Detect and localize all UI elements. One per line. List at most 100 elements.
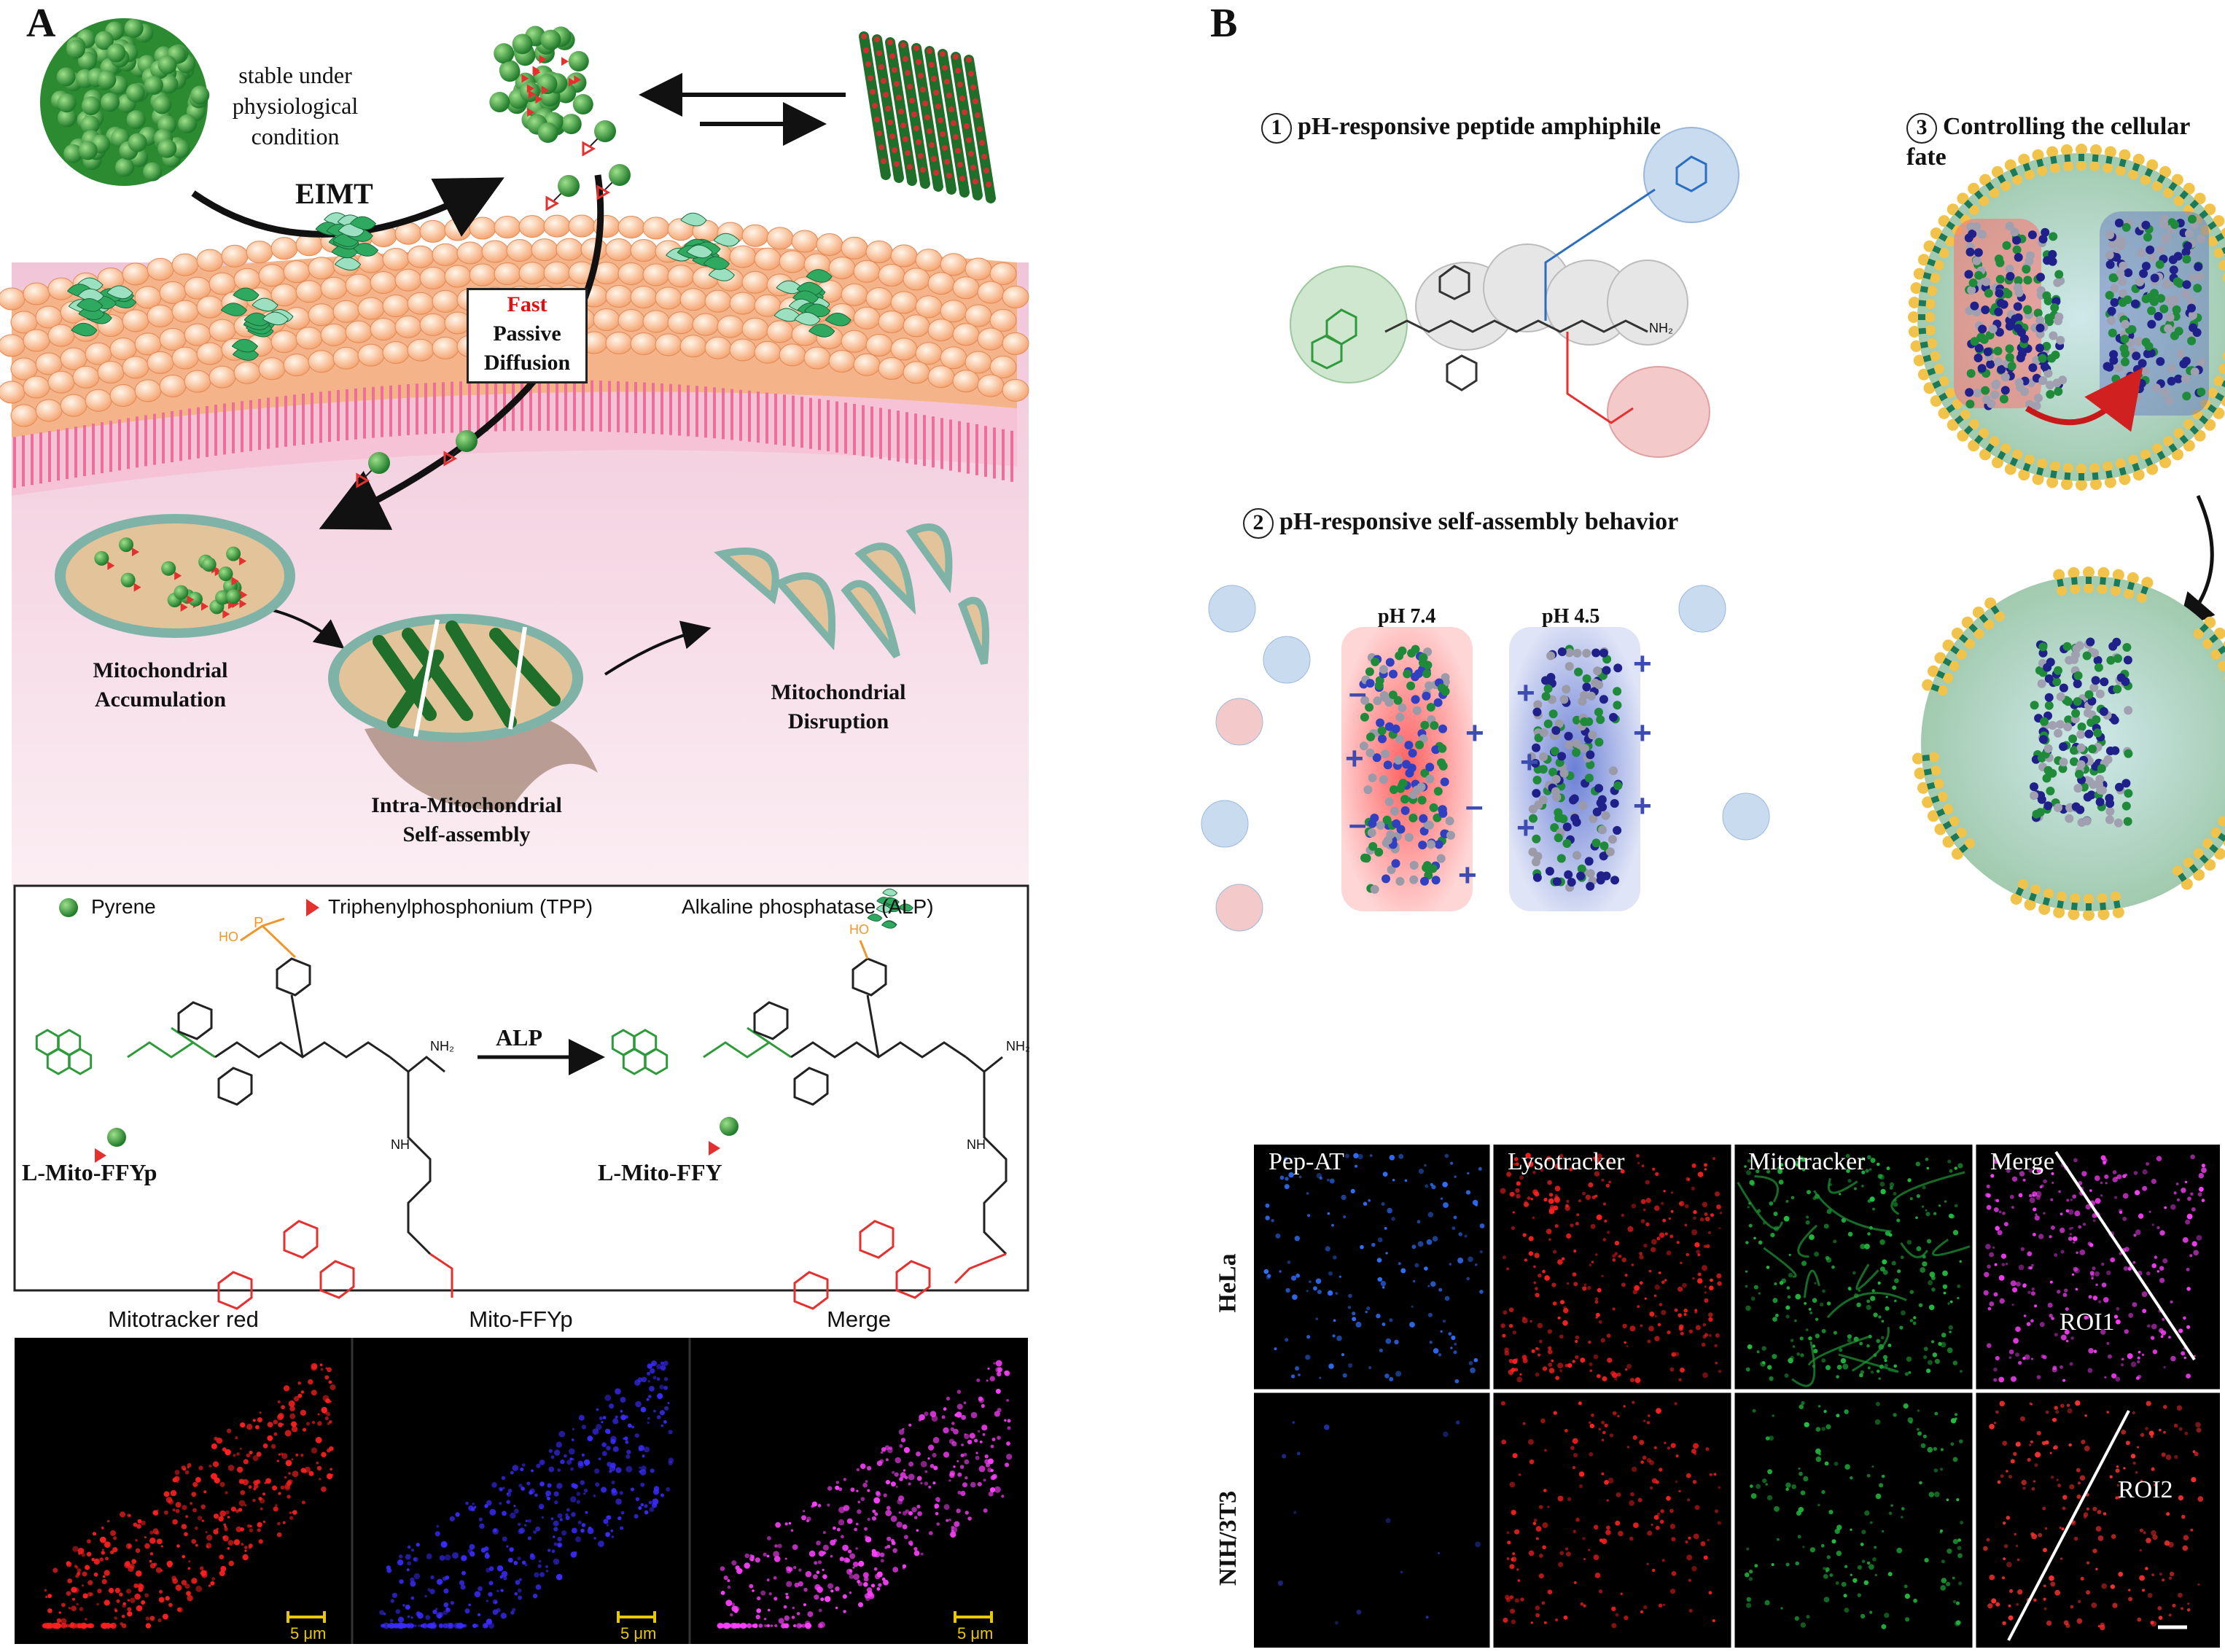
row-2-text: NIH/3T3	[1215, 1490, 1242, 1586]
pyrene-legend-icon	[59, 898, 78, 917]
micro-b-col-3: Mitotracker	[1748, 1148, 1866, 1175]
reactant-tpp-icon	[95, 1148, 106, 1163]
step2-text: pH-responsive self-assembly behavior	[1279, 508, 1679, 535]
disassembling-nanoparticle	[489, 26, 593, 143]
cellular-fate-vesicle-ruptured	[1912, 566, 2225, 921]
panel-a-letter: A	[26, 1, 56, 46]
cellular-fate-vesicle-intact	[1908, 144, 2225, 491]
row-1-text: HeLa	[1215, 1253, 1242, 1313]
roi1-label: ROI1	[2060, 1309, 2115, 1336]
intra-self-assembly-label: Intra-Mitochondrial Self-assembly	[346, 791, 587, 849]
stable-condition-text: stable under physiological condition	[204, 60, 386, 152]
eimt-label: EIMT	[295, 177, 373, 210]
self-assembly-diagram: –+–+–+++++++	[1201, 585, 1770, 932]
disruption-arrow	[604, 620, 712, 676]
mitochondrion-fragments	[714, 523, 989, 665]
step2-number: 2	[1243, 508, 1274, 539]
stable-text-line-2: physiological	[232, 93, 359, 119]
peptide-amphiphile-diagram	[1290, 127, 1739, 458]
svg-text:–: –	[1349, 675, 1366, 711]
intra-line-2: Self-assembly	[402, 822, 531, 846]
svg-text:+: +	[1633, 715, 1652, 751]
stable-text-line-1: stable under	[238, 62, 352, 88]
ph-4-5-label: pH 4.5	[1542, 605, 1600, 628]
reactant-label: L-Mito-FFYp	[22, 1159, 157, 1185]
mitochondrion-self-assembly	[328, 614, 598, 810]
legend-alp: Alkaline phosphatase (ALP)	[682, 895, 934, 918]
micro-b-row-2: NIH/3T3	[1203, 1473, 1254, 1604]
passive-label: Passive	[493, 322, 561, 346]
micro-a-label-2: Mito-FFYp	[469, 1306, 573, 1332]
roi2-line	[2007, 1410, 2130, 1641]
svg-text:–: –	[1349, 806, 1366, 842]
panel-a-micrograph-strip	[15, 1338, 1028, 1644]
charge-signs: –+–+–+++++++	[1345, 646, 1652, 893]
micro-b-row-1: HeLa	[1203, 1239, 1254, 1327]
panel-b-micrograph-grid	[1254, 1145, 2220, 1648]
fast-label: Fast	[507, 292, 548, 316]
scale-bar-a-1: 5 μm	[290, 1624, 327, 1643]
product-pyrene-icon	[720, 1117, 739, 1136]
step3-number: 3	[1906, 113, 1937, 144]
pyrene-tpp-molecules	[356, 120, 631, 488]
reactant-ho: HO	[219, 930, 238, 944]
scale-bar-a-2: 5 μm	[620, 1624, 657, 1643]
mito-disruption-line-2: Disruption	[787, 709, 889, 733]
svg-text:+: +	[1345, 741, 1364, 776]
roi1-line	[2054, 1150, 2196, 1361]
stable-text-line-3: condition	[251, 123, 340, 149]
legend-pyrene: Pyrene	[91, 895, 156, 918]
reactant-nh: NH	[391, 1137, 410, 1152]
mito-disruption-label: Mitochondrial Disruption	[729, 678, 948, 736]
product-ho: HO	[849, 922, 869, 937]
mito-accumulation-line-2: Accumulation	[95, 687, 226, 712]
svg-text:+: +	[1465, 715, 1484, 751]
roi2-label: ROI2	[2118, 1476, 2173, 1503]
nanofiber-bundle	[859, 31, 996, 203]
micro-a-label-1: Mitotracker red	[108, 1306, 259, 1332]
tpp-legend-icon	[306, 899, 319, 916]
stable-nanoparticle	[40, 18, 210, 186]
legend-tpp: Triphenylphosphonium (TPP)	[328, 895, 593, 918]
svg-text:–: –	[1465, 788, 1483, 824]
reactant-nh2: NH₂	[430, 1039, 454, 1053]
scale-bars-a	[287, 1611, 993, 1623]
micro-b-col-2: Lysotracker	[1508, 1148, 1625, 1175]
step1-number: 1	[1261, 113, 1292, 144]
product-nh: NH	[967, 1137, 986, 1152]
reactant-phosphorus: P	[254, 915, 264, 931]
product-nh2: NH₂	[1006, 1039, 1030, 1053]
svg-text:+: +	[1633, 788, 1652, 824]
mito-disruption-line-1: Mitochondrial	[771, 680, 906, 704]
step1-text: pH-responsive peptide amphiphile	[1298, 113, 1661, 140]
product-structure	[611, 940, 1008, 1310]
svg-text:+: +	[1516, 675, 1535, 711]
product-label: L-Mito-FFY	[598, 1159, 722, 1185]
mito-accumulation-line-1: Mitochondrial	[93, 658, 228, 682]
step3-text: Controlling the cellular fate	[1906, 113, 2190, 171]
micro-a-label-3: Merge	[827, 1306, 891, 1332]
alp-enzyme-icons	[67, 212, 852, 361]
alp-enzyme-label: ALP	[496, 1024, 542, 1051]
ph-7-4-label: pH 7.4	[1378, 605, 1436, 628]
amphiphile-nh2: NH₂	[1649, 321, 1673, 335]
mito-accumulation-label: Mitochondrial Accumulation	[51, 656, 270, 714]
passive-diffusion-box: Fast Passive Diffusion	[467, 288, 588, 383]
reactant-pyrene-icon	[107, 1128, 126, 1147]
svg-text:+: +	[1516, 810, 1535, 846]
legend-reaction-box	[13, 884, 1029, 1292]
micro-b-col-4: Merge	[1990, 1148, 2055, 1175]
svg-text:+: +	[1633, 646, 1652, 682]
mitochondrion-accumulation	[55, 514, 295, 638]
product-tpp-icon	[709, 1141, 720, 1156]
alp-legend-icon	[867, 888, 913, 929]
svg-text:+: +	[1458, 857, 1477, 893]
svg-text:+: +	[1520, 744, 1539, 780]
scale-bar-a-3: 5 μm	[957, 1624, 994, 1643]
fate-arrow	[2177, 494, 2216, 631]
panel-b-letter: B	[1210, 1, 1238, 46]
